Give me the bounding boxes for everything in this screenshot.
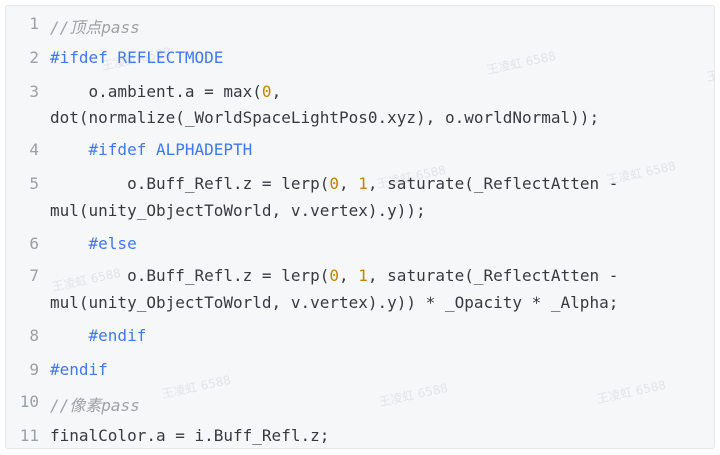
code-text: //像素pass bbox=[50, 396, 140, 415]
code-block: 王凌虹 6588 王凌虹 6588 王凌虹 6588 王凌虹 6588 王凌虹 … bbox=[5, 5, 715, 449]
code-token: , saturate(_ReflectAtten - bbox=[367, 174, 619, 193]
code-text: o.Buff_Refl.z = lerp(0, 1, saturate(_Ref… bbox=[50, 266, 618, 285]
number-token: 1 bbox=[358, 266, 368, 285]
line-number: 5 bbox=[29, 174, 39, 193]
line-number: 2 bbox=[29, 48, 39, 67]
code-text: mul(unity_ObjectToWorld, v.vertex).y)); bbox=[50, 201, 426, 220]
code-text: finalColor.a = i.Buff_Refl.z; bbox=[50, 426, 330, 445]
line-number: 10 bbox=[19, 392, 39, 411]
code-text: //顶点pass bbox=[50, 18, 140, 37]
line-number: 1 bbox=[29, 14, 39, 33]
code-text: o.Buff_Refl.z = lerp(0, 1, saturate(_Ref… bbox=[50, 174, 618, 193]
code-token: o.Buff_Refl.z = lerp( bbox=[50, 266, 330, 285]
line-number: 3 bbox=[29, 82, 39, 101]
watermark: 王凌虹 6588 bbox=[160, 372, 233, 402]
line-number: 9 bbox=[29, 360, 39, 379]
code-text: mul(unity_ObjectToWorld, v.vertex).y)) *… bbox=[50, 293, 619, 312]
code-token: , bbox=[339, 266, 359, 285]
code-text: dot(normalize(_WorldSpaceLightPos0.xyz),… bbox=[50, 108, 600, 127]
code-text: #ifdef ALPHADEPTH bbox=[50, 140, 253, 159]
code-token: o.ambient.a = max( bbox=[50, 82, 262, 101]
number-token: 1 bbox=[358, 174, 368, 193]
number-token: 0 bbox=[261, 82, 272, 101]
watermark: 王凌虹 6588 bbox=[377, 380, 450, 410]
line-number: 4 bbox=[29, 140, 39, 159]
code-token: , saturate(_ReflectAtten - bbox=[367, 266, 619, 285]
line-number: 7 bbox=[29, 266, 39, 285]
code-text: #endif bbox=[50, 326, 147, 345]
code-token: , bbox=[271, 82, 282, 101]
line-number: 8 bbox=[29, 326, 39, 345]
number-token: 0 bbox=[329, 174, 339, 193]
code-text: #endif bbox=[50, 360, 108, 379]
watermark: 王凌虹 6588 bbox=[705, 56, 715, 85]
code-text: #else bbox=[50, 234, 137, 253]
watermark: 王凌虹 6588 bbox=[485, 48, 558, 78]
watermark: 王凌虹 6588 bbox=[595, 377, 668, 407]
line-number: 11 bbox=[19, 426, 39, 445]
code-text: o.ambient.a = max(0, bbox=[50, 82, 282, 101]
line-number: 6 bbox=[29, 234, 39, 253]
code-text: #ifdef REFLECTMODE bbox=[50, 48, 224, 67]
code-token: o.Buff_Refl.z = lerp( bbox=[50, 174, 330, 193]
code-token: , bbox=[339, 174, 359, 193]
number-token: 0 bbox=[329, 266, 339, 285]
